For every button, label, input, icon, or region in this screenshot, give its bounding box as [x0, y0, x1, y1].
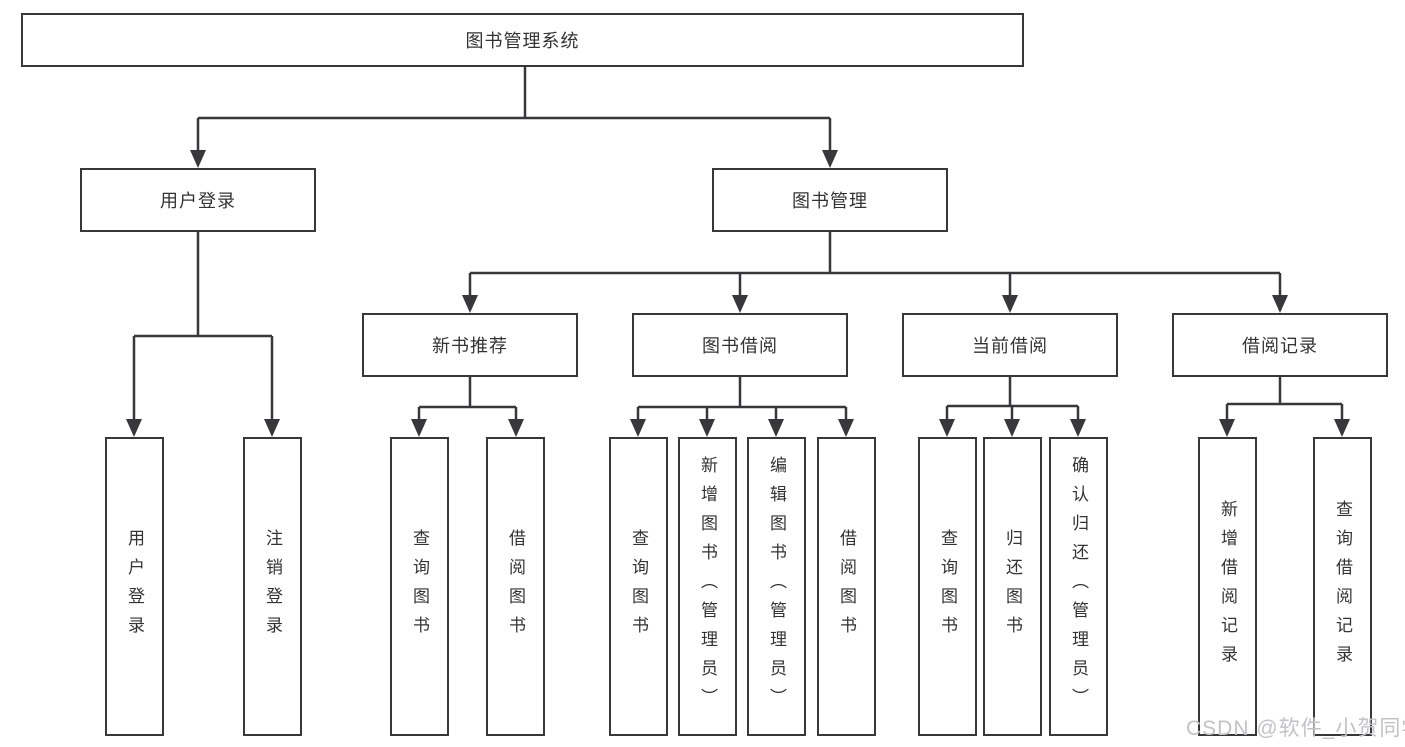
leaf-bb-borrow-books: 借阅图书 — [817, 437, 876, 736]
arrowheads — [126, 150, 1350, 437]
arrowhead — [838, 419, 854, 437]
leaf-user-login: 用户登录 — [105, 437, 164, 736]
arrowhead — [462, 295, 478, 313]
arrowhead — [508, 419, 524, 437]
node-borrowing-records: 借阅记录 — [1172, 313, 1388, 377]
leaf-cb-return-books: 归还图书 — [983, 437, 1042, 736]
leaf-bb-edit-books-admin: 编辑图书（管理员） — [747, 437, 806, 736]
leaf-br-add-record: 新增借阅记录 — [1198, 437, 1257, 736]
leaf-cb-confirm-return-admin: 确认归还（管理员） — [1049, 437, 1108, 736]
arrowhead — [768, 419, 784, 437]
arrowhead — [699, 419, 715, 437]
node-new-book-recommendation: 新书推荐 — [362, 313, 578, 377]
leaf-bb-add-books-admin: 新增图书（管理员） — [678, 437, 737, 736]
leaf-bb-query-books: 查询图书 — [609, 437, 668, 736]
arrowhead — [126, 419, 142, 437]
node-current-borrowing: 当前借阅 — [902, 313, 1118, 377]
arrowhead — [411, 419, 427, 437]
leaf-logout: 注销登录 — [243, 437, 302, 736]
arrowhead — [732, 295, 748, 313]
arrowhead — [1070, 419, 1086, 437]
node-book-borrowing: 图书借阅 — [632, 313, 848, 377]
connector-lines — [132, 67, 1344, 420]
arrowhead — [1219, 419, 1235, 437]
node-user-login: 用户登录 — [80, 168, 316, 232]
arrowhead — [190, 150, 206, 168]
arrowhead — [939, 419, 955, 437]
arrowhead — [1002, 295, 1018, 313]
node-library-management-system: 图书管理系统 — [21, 13, 1024, 67]
csdn-watermark: CSDN @软件_小贺同学 — [1186, 717, 1405, 740]
node-book-management: 图书管理 — [712, 168, 948, 232]
arrowhead — [264, 419, 280, 437]
leaf-cb-query-books: 查询图书 — [918, 437, 977, 736]
arrowhead — [1004, 419, 1020, 437]
leaf-br-query-record: 查询借阅记录 — [1313, 437, 1372, 736]
leaf-nb-query-books: 查询图书 — [390, 437, 449, 736]
leaf-nb-borrow-books: 借阅图书 — [486, 437, 545, 736]
arrowhead — [630, 419, 646, 437]
arrowhead — [1272, 295, 1288, 313]
arrowhead — [1334, 419, 1350, 437]
arrowhead — [822, 150, 838, 168]
